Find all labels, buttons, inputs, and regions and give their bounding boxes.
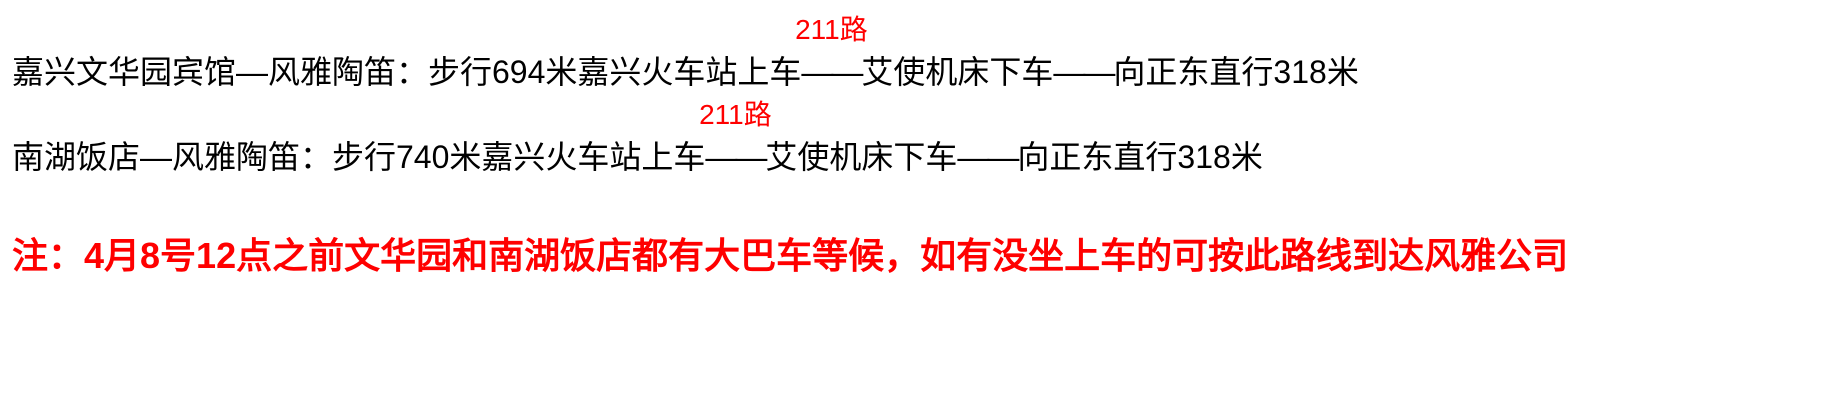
connector-dash: —— (705, 138, 767, 175)
connector-dash: —— (1053, 54, 1115, 90)
bus-route-number-label: 211路 (699, 98, 772, 130)
route-final-walk-segment: 向正东直行318米 (1113, 54, 1359, 90)
route-block-wenhuayuan: 嘉兴文华园宾馆—风雅陶笛：步行694米嘉兴火车站上车 211路 ——艾使机床下车——… (12, 16, 1829, 91)
bus-connector: 211路 —— (795, 16, 868, 91)
connector-dash: —— (801, 54, 863, 90)
route-alight-stop-segment: 艾使机床下车 (861, 54, 1054, 90)
bus-route-number-label: 211路 (795, 14, 868, 45)
route-line: 嘉兴文华园宾馆—风雅陶笛：步行694米嘉兴火车站上车 211路 ——艾使机床下车——… (12, 16, 1829, 91)
note-text: 注：4月8号12点之前文华园和南湖饭店都有大巴车等候，如有没坐上车的可按此路线到… (12, 234, 1569, 276)
route-origin-walk-segment: 南湖饭店—风雅陶笛：步行740米嘉兴火车站上车 (12, 138, 706, 175)
route-final-walk-segment: 向正东直行318米 (1017, 138, 1263, 175)
route-alight-stop-segment: 艾使机床下车 (765, 138, 958, 175)
route-origin-walk-segment: 嘉兴文华园宾馆—风雅陶笛：步行694米嘉兴火车站上车 (12, 54, 802, 90)
bus-connector: 211路 —— (699, 100, 772, 176)
connector-dash: —— (957, 138, 1019, 175)
